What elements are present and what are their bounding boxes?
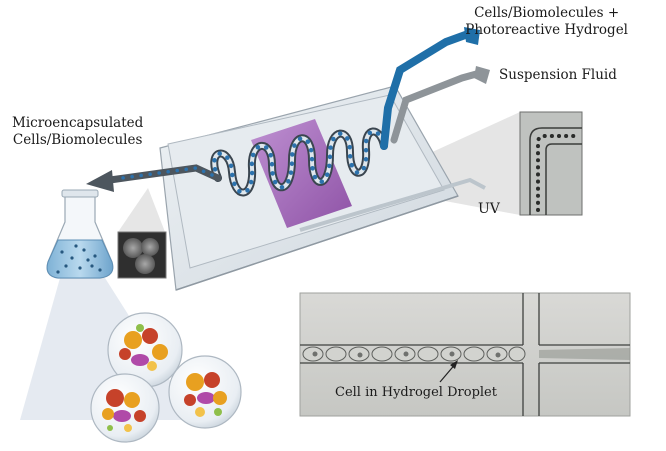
channel-zoom-image (519, 111, 583, 216)
suspension-fluid-label: Suspension Fluid (499, 67, 617, 83)
side-channel (299, 177, 486, 232)
uv-label: UV (478, 201, 500, 217)
microencapsulated-label: Microencapsulated Cells/Biomolecules (12, 115, 143, 149)
uv-exposure-region (251, 119, 352, 228)
droplet-micrograph (299, 292, 631, 417)
output-tube-droplets (113, 166, 214, 181)
hydrogel-nozzle (464, 27, 480, 45)
cell-droplet-label: Cell in Hydrogel Droplet (335, 385, 497, 400)
input-label: Cells/Biomolecules + Photoreactive Hydro… (465, 5, 628, 39)
collection-flask (46, 189, 114, 279)
suspension-fluid-nozzle (474, 66, 490, 84)
encapsulated-cells-illustration (90, 312, 242, 443)
microencapsulated-label-line1: Microencapsulated (12, 115, 144, 131)
input-label-line2: Photoreactive Hydrogel (465, 22, 628, 38)
zoom-projection-sem (118, 188, 165, 232)
hydrogel-tube (380, 30, 472, 150)
input-label-line1: Cells/Biomolecules + (474, 5, 620, 21)
chip-edge-highlight (175, 195, 459, 291)
output-arrowhead (86, 170, 114, 192)
suspension-fluid-tube (390, 69, 484, 144)
sem-microsphere-image (117, 231, 167, 279)
serpentine-droplets (212, 129, 387, 195)
microencapsulated-label-line2: Cells/Biomolecules (12, 132, 143, 148)
